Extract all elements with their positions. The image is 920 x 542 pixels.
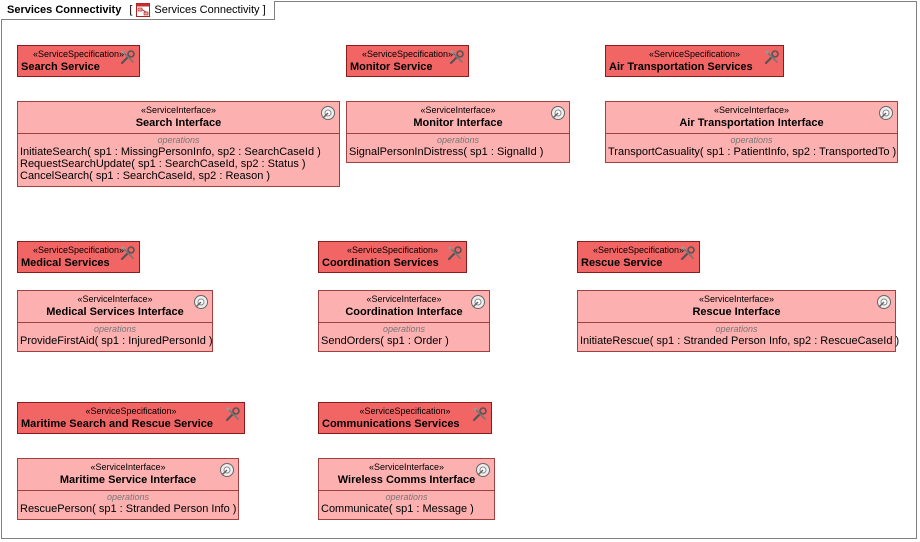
operations-compartment: operations InitiateSearch( sp1 : Missing… — [18, 133, 339, 184]
operations-label: operations — [93, 324, 137, 334]
stereotype-label: «ServiceInterface» — [366, 294, 442, 304]
tools-icon — [764, 49, 780, 65]
interface-icon — [320, 105, 336, 121]
service-interface-rescue[interactable]: «ServiceInterface» Rescue Interface oper… — [577, 290, 900, 352]
stereotype-label: «ServiceInterface» — [77, 294, 153, 304]
service-interface-air-transportation[interactable]: «ServiceInterface» Air Transportation In… — [605, 101, 898, 163]
operations-label: operations — [382, 324, 426, 334]
tools-icon — [680, 245, 696, 261]
spec-name: Monitor Service — [350, 61, 433, 73]
frame-header: Services Connectivity [ Services Connect… — [1, 1, 275, 20]
stereotype-label: «ServiceSpecification» — [85, 406, 177, 416]
interface-name: Rescue Interface — [692, 306, 781, 318]
interface-name: Coordination Interface — [345, 306, 463, 318]
operations-label: operations — [106, 492, 150, 502]
stereotype-label: «ServiceInterface» — [713, 105, 790, 115]
stereotype-label: «ServiceSpecification» — [648, 49, 741, 59]
interface-name: Monitor Interface — [413, 117, 503, 129]
service-spec-rescue[interactable]: «ServiceSpecification» Rescue Service — [577, 241, 700, 273]
spec-name: Communications Services — [322, 418, 460, 430]
operations-label: operations — [730, 135, 773, 145]
service-interface-medical[interactable]: «ServiceInterface» Medical Services Inte… — [17, 290, 213, 352]
operations-compartment: operations SignalPersonInDistress( sp1 :… — [347, 133, 569, 160]
operations-label: operations — [157, 135, 200, 145]
service-spec-coordination[interactable]: «ServiceSpecification» Coordination Serv… — [318, 241, 467, 273]
interface-icon — [878, 105, 894, 121]
operation[interactable]: RequestSearchUpdate( sp1 : SearchCaseId,… — [20, 158, 306, 170]
interface-icon — [550, 105, 566, 121]
tools-icon — [120, 49, 136, 65]
stereotype-label: «ServiceInterface» — [90, 462, 166, 472]
spec-name: Medical Services — [21, 257, 110, 269]
service-interface-wireless-comms[interactable]: «ServiceInterface» Wireless Comms Interf… — [318, 458, 495, 520]
stereotype-label: «ServiceSpecification» — [359, 406, 451, 416]
stereotype-label: «ServiceSpecification» — [32, 245, 125, 255]
tools-icon — [225, 406, 241, 422]
spec-name: Maritime Search and Rescue Service — [21, 418, 213, 430]
spec-name: Rescue Service — [581, 257, 663, 269]
frame-diagram-name: Services Connectivity — [154, 4, 260, 16]
interface-icon — [470, 294, 486, 310]
interface-name: Wireless Comms Interface — [337, 474, 476, 486]
interface-icon — [876, 294, 892, 310]
stereotype-label: «ServiceSpecification» — [592, 245, 685, 255]
tools-icon — [449, 49, 465, 65]
stereotype-label: «ServiceInterface» — [140, 105, 217, 115]
operation[interactable]: ProvideFirstAid( sp1 : InjuredPersonId ) — [20, 335, 213, 347]
service-spec-maritime[interactable]: «ServiceSpecification» Maritime Search a… — [17, 402, 245, 434]
interface-icon — [193, 294, 209, 310]
tools-icon — [472, 406, 488, 422]
interface-name: Air Transportation Interface — [679, 117, 824, 129]
operations-label: operations — [715, 324, 758, 334]
interface-icon — [219, 462, 235, 478]
interface-name: Medical Services Interface — [46, 306, 184, 318]
interface-name: Maritime Service Interface — [59, 474, 197, 486]
interface-icon — [475, 462, 491, 478]
operations-label: operations — [385, 492, 428, 502]
operation[interactable]: CancelSearch( sp1 : SearchCaseId, sp2 : … — [20, 170, 271, 182]
tools-icon — [447, 245, 463, 261]
stereotype-label: «ServiceInterface» — [420, 105, 496, 115]
operations-compartment: operations SendOrders( sp1 : Order ) — [319, 322, 489, 349]
service-interface-maritime[interactable]: «ServiceInterface» Maritime Service Inte… — [17, 458, 239, 520]
service-interface-search[interactable]: «ServiceInterface» Search Interface oper… — [17, 101, 340, 187]
service-spec-communications[interactable]: «ServiceSpecification» Communications Se… — [318, 402, 492, 434]
service-interface-monitor[interactable]: «ServiceInterface» Monitor Interface ope… — [346, 101, 570, 163]
bracket-close: ] — [262, 4, 266, 16]
operation[interactable]: Communicate( sp1 : Message ) — [321, 503, 474, 515]
frame-title: Services Connectivity — [7, 4, 122, 16]
spec-name: Search Service — [21, 61, 100, 73]
stereotype-label: «ServiceInterface» — [698, 294, 775, 304]
operations-compartment: operations TransportCasuality( sp1 : Pat… — [606, 133, 897, 160]
bracket-open: [ — [129, 4, 133, 16]
service-spec-air-transportation[interactable]: «ServiceSpecification» Air Transportatio… — [605, 45, 784, 77]
spec-name: Coordination Services — [322, 257, 439, 269]
service-spec-search[interactable]: «ServiceSpecification» Search Service — [17, 45, 140, 77]
diagram-icon — [136, 3, 151, 17]
operation[interactable]: InitiateRescue( sp1 : Stranded Person In… — [580, 335, 900, 347]
service-spec-monitor[interactable]: «ServiceSpecification» Monitor Service — [346, 45, 469, 77]
service-interface-coordination[interactable]: «ServiceInterface» Coordination Interfac… — [318, 290, 490, 352]
operations-compartment: operations InitiateRescue( sp1 : Strande… — [578, 322, 900, 349]
operation[interactable]: InitiateSearch( sp1 : MissingPersonInfo,… — [20, 146, 321, 158]
operation[interactable]: RescuePerson( sp1 : Stranded Person Info… — [20, 503, 237, 515]
spec-name: Air Transportation Services — [609, 61, 753, 73]
stereotype-label: «ServiceInterface» — [368, 462, 445, 472]
operations-label: operations — [436, 135, 480, 145]
stereotype-label: «ServiceSpecification» — [361, 49, 454, 59]
operations-compartment: operations ProvideFirstAid( sp1 : Injure… — [18, 322, 213, 349]
interface-name: Search Interface — [135, 117, 222, 129]
stereotype-label: «ServiceSpecification» — [32, 49, 125, 59]
operation[interactable]: SendOrders( sp1 : Order ) — [321, 335, 449, 347]
operations-compartment: operations Communicate( sp1 : Message ) — [319, 490, 494, 517]
operation[interactable]: SignalPersonInDistress( sp1 : SignalId ) — [349, 146, 544, 158]
operations-compartment: operations RescuePerson( sp1 : Stranded … — [18, 490, 238, 517]
service-spec-medical[interactable]: «ServiceSpecification» Medical Services — [17, 241, 140, 273]
tools-icon — [120, 245, 136, 261]
stereotype-label: «ServiceSpecification» — [346, 245, 439, 255]
operation[interactable]: TransportCasuality( sp1 : PatientInfo, s… — [608, 146, 897, 158]
